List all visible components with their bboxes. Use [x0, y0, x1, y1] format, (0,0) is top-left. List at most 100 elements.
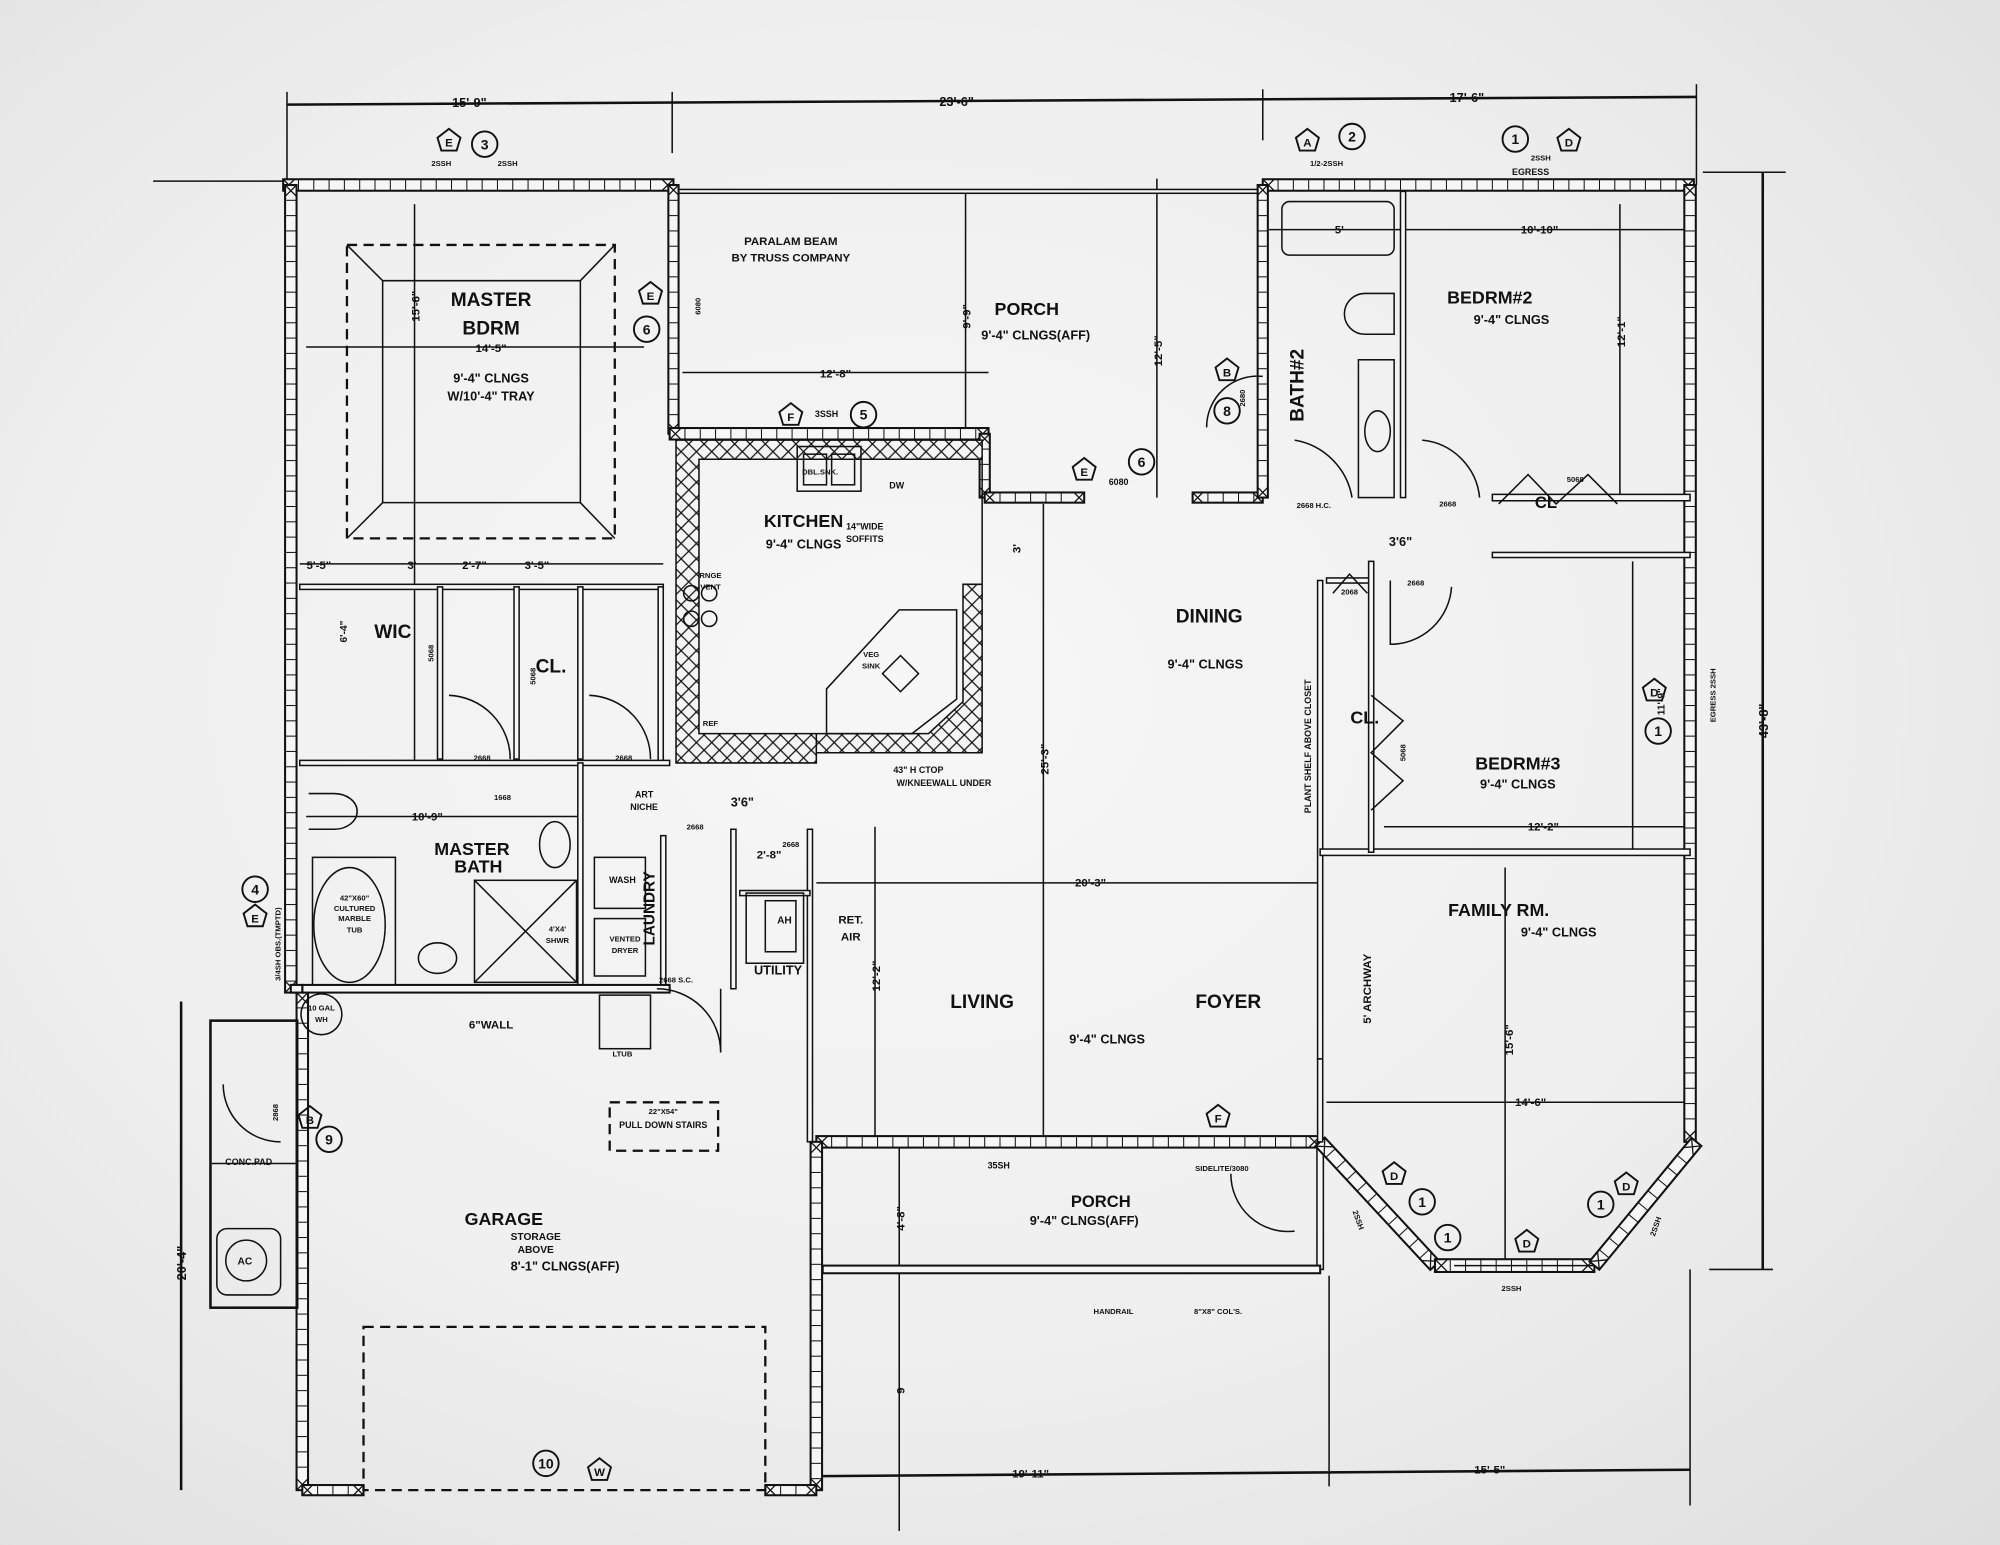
opening-label: 1668: [494, 793, 512, 802]
window-schedule-marker: 9: [315, 1125, 343, 1154]
room-label: 9'-4" CLNGS(AFF): [1030, 1213, 1139, 1228]
room-label: 9'-4" CLNGS: [1069, 1032, 1145, 1047]
marker-number: 2: [1348, 129, 1356, 145]
opening-label: EGRESS 2SSH: [1709, 668, 1718, 722]
note-label: CULTURED: [334, 904, 376, 913]
dimension-label: 20'-4": [174, 1246, 189, 1281]
opening-label: 3SSH: [815, 409, 838, 419]
dimension-label: 12'-2": [871, 960, 883, 991]
wall: [1491, 551, 1691, 559]
dimension-label: 10'-10": [1521, 224, 1558, 236]
note-label: 8"X8" COL'S.: [1194, 1307, 1242, 1316]
room-label: MASTER: [451, 290, 532, 311]
opening-label: 2668: [1439, 499, 1457, 508]
note-label: PARALAM BEAM: [744, 236, 837, 248]
window-schedule-marker: 1: [1644, 717, 1672, 745]
room-label: FOYER: [1195, 992, 1261, 1013]
opening-label: 2668: [687, 822, 705, 831]
annotations: MASTER BDRM 9'-4" CLNGS W/10'-4" TRAY PORCH 9…: [174, 90, 1771, 1480]
note-label: DRYER: [612, 946, 639, 955]
door-tag-pentagon: A: [1294, 127, 1320, 152]
note-label: 6"WALL: [469, 1019, 513, 1031]
opening-label: 6080: [693, 298, 702, 315]
room-label: PORCH: [1071, 1192, 1131, 1211]
tag-letter: B: [1223, 367, 1231, 379]
marker-number: 1: [1444, 1230, 1452, 1246]
room-label: 9'-4" CLNGS: [1168, 657, 1244, 672]
wall: [1588, 1136, 1703, 1272]
opening-label: 5068: [1567, 475, 1585, 484]
marker-number: 8: [1223, 403, 1231, 419]
marker-number: 4: [251, 881, 259, 897]
wall: [282, 178, 675, 192]
room-label: W/10'-4" TRAY: [447, 389, 535, 404]
note-label: REF: [703, 719, 719, 728]
room-label: UTILITY: [754, 963, 803, 978]
wall: [815, 1135, 1322, 1149]
opening-label: 2668: [474, 753, 492, 762]
room-label: MASTER: [434, 839, 509, 859]
wall: [513, 586, 520, 760]
door-tag-pentagon: D: [1556, 127, 1582, 152]
room-label: ABOVE: [518, 1245, 554, 1256]
walls: [282, 178, 1703, 1497]
room-label: FAMILY RM.: [1448, 900, 1549, 920]
note-label: VENT: [700, 582, 721, 591]
dimension-label: 4'-8": [895, 1206, 907, 1231]
wall: [806, 828, 814, 1143]
opening-label: 2SSH: [1501, 1284, 1521, 1293]
room-label: LAUNDRY: [641, 871, 658, 945]
door-tag-pentagon: B: [1214, 357, 1240, 382]
room-label: CL.: [1350, 707, 1379, 727]
opening-label: 6080: [1109, 477, 1129, 487]
dimension-label: 15'-6": [1504, 1024, 1516, 1055]
note-label: PLANT SHELF ABOVE CLOSET: [1303, 679, 1313, 813]
room-label: GARAGE: [465, 1209, 543, 1229]
dimension-label: 43'-8": [1756, 704, 1771, 739]
dimension-label: 3'-5": [525, 560, 550, 572]
door-tag-pentagon: B: [297, 1104, 323, 1129]
marker-number: 5: [860, 407, 868, 423]
dimension-lines: [153, 84, 1786, 1531]
wall: [764, 1484, 818, 1497]
wall: [1683, 183, 1697, 1143]
room-label: BDRM: [462, 318, 519, 339]
tag-letter: F: [787, 412, 794, 424]
door-tag-pentagon: E: [1071, 456, 1097, 481]
opening-label: 2868: [271, 1103, 280, 1121]
window-schedule-marker: 1: [1408, 1188, 1436, 1216]
tag-letter: D: [1622, 1181, 1630, 1193]
opening-label: 2668: [782, 840, 800, 849]
room-label: CL.: [536, 656, 567, 677]
door-tag-pentagon: E: [436, 127, 462, 152]
note-label: DW: [889, 481, 904, 491]
note-label: SOFFITS: [846, 534, 884, 544]
opening-label: 3/4SH OBS.(TMPTD): [274, 907, 283, 981]
kitchen-counters: [675, 439, 983, 764]
note-label: DBL.SNK.: [802, 468, 838, 477]
room-label: BATH: [454, 857, 502, 877]
tag-letter: E: [251, 913, 259, 925]
room-label: KITCHEN: [764, 511, 843, 531]
dimension-label: 6'-4": [339, 620, 350, 642]
window-schedule-marker: 1: [1501, 125, 1530, 153]
window-schedule-marker: 10: [532, 1449, 560, 1478]
room-label: STORAGE: [511, 1232, 561, 1243]
dimension-label: 15'-5": [1474, 1465, 1505, 1477]
opening-label: 1/2-2SSH: [1310, 159, 1343, 168]
fixtures: [209, 200, 1595, 1492]
window-schedule-marker: 6: [632, 315, 661, 343]
door-tag-pentagon: D: [1514, 1228, 1540, 1253]
door-tag-pentagon: E: [637, 280, 664, 305]
dimension-label: 12'-5": [1153, 335, 1165, 366]
door-tag-pentagon: D: [1641, 677, 1667, 702]
note-label: WASH: [609, 875, 636, 885]
tag-letter: D: [1390, 1171, 1398, 1183]
wall: [821, 1264, 1322, 1275]
room-label: PORCH: [995, 299, 1059, 319]
door-tag-pentagon: W: [586, 1457, 613, 1481]
wall: [577, 586, 584, 760]
room-label: DINING: [1176, 607, 1243, 628]
wall: [1191, 491, 1264, 504]
